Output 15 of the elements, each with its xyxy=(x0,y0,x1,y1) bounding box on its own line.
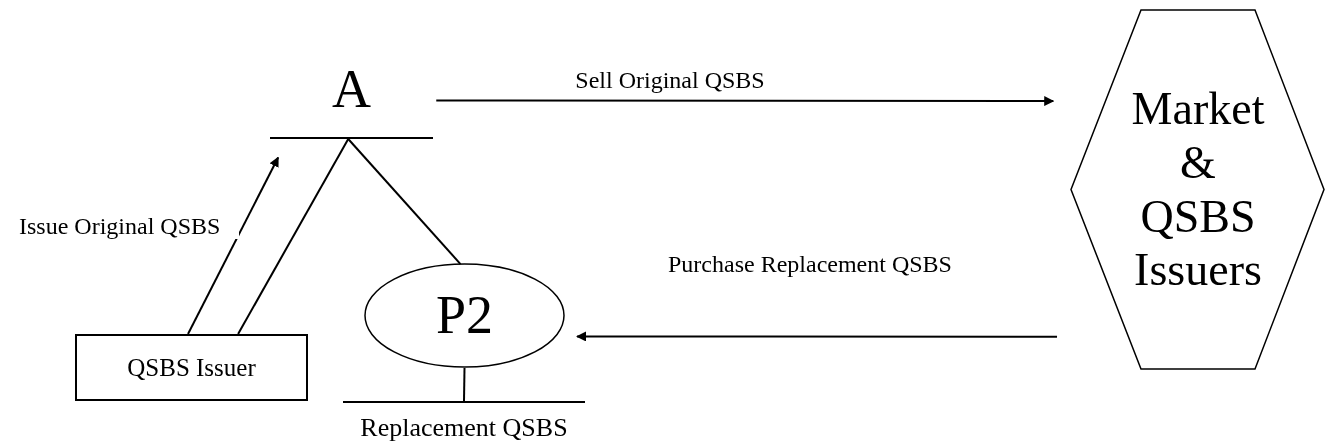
connector-line xyxy=(237,138,350,335)
connector-line xyxy=(463,367,466,402)
node-text: P2 xyxy=(435,285,493,346)
holding-label xyxy=(343,401,585,443)
connector-line xyxy=(347,138,462,266)
arrow xyxy=(435,96,1055,107)
arrow xyxy=(187,156,280,335)
arrow xyxy=(576,331,1059,342)
node-label: Replacement QSBS xyxy=(360,414,568,443)
node-text: QSBS Issuer xyxy=(127,353,256,382)
node-text: Market & QSBS Issuers xyxy=(1130,81,1266,298)
node-label: A xyxy=(332,60,371,120)
hexagon-node xyxy=(1071,9,1325,370)
ellipse-node xyxy=(364,263,565,368)
process-box xyxy=(75,334,308,401)
